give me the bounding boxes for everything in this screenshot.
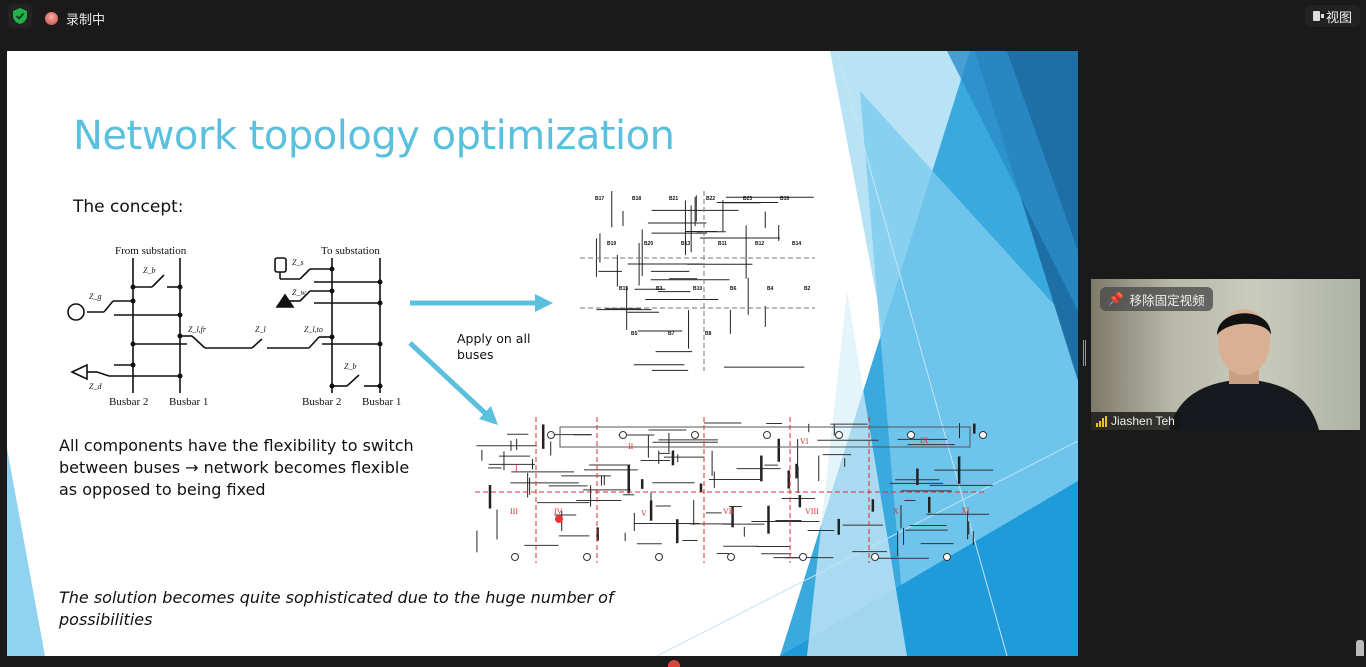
- area-label: X: [893, 507, 899, 516]
- area-label: VI: [800, 437, 809, 446]
- bus-label: B21: [669, 196, 678, 202]
- from-substation-label: From substation: [115, 245, 187, 257]
- area-label: I: [515, 464, 518, 473]
- area-label: IX: [920, 436, 929, 445]
- generator-icon: [943, 553, 951, 561]
- generator-icon: [835, 431, 843, 439]
- bus-label: B10: [693, 286, 702, 292]
- view-label: 视图: [1325, 9, 1352, 25]
- solution-text: The solution becomes quite sophisticated…: [59, 588, 614, 629]
- area-label: II: [628, 442, 634, 451]
- participant-image: [1169, 309, 1319, 430]
- view-button[interactable]: 视图: [1304, 5, 1360, 27]
- generator-icon: [799, 553, 807, 561]
- network-diagrams: From substation To substation Busbar 2 B…: [67, 190, 994, 563]
- participant-name-bar: Jiashen Teh: [1091, 412, 1180, 430]
- record-icon: [45, 12, 58, 25]
- area-label: XI: [961, 506, 970, 515]
- flexibility-text: All components have the flexibility to s…: [59, 436, 414, 499]
- generator-icon: [871, 553, 879, 561]
- zs-label: Z_s: [292, 258, 304, 267]
- arrow-right: [410, 294, 553, 312]
- slide-decoration: [7, 51, 1078, 656]
- bus-label: B7: [668, 331, 675, 337]
- recording-indicator[interactable]: 录制中: [45, 9, 105, 28]
- generator-icon: [727, 553, 735, 561]
- participant-video[interactable]: 📌 移除固定视频 Jiashen Teh: [1091, 279, 1360, 430]
- bus-label: B20: [644, 241, 653, 247]
- bus-label: B22: [706, 196, 715, 202]
- bus-label: B18: [632, 196, 641, 202]
- bus-label: B17: [595, 196, 604, 202]
- bus-label: B5: [631, 331, 638, 337]
- bus-label: B8: [705, 331, 712, 337]
- generator-icon: [979, 431, 987, 439]
- bottom-bar: [0, 656, 1366, 667]
- generator-icon: [583, 553, 591, 561]
- bus-label: B11: [718, 241, 727, 247]
- shield-check-icon[interactable]: [8, 4, 32, 28]
- view-icon: [1312, 11, 1324, 21]
- generator-icon: [619, 431, 627, 439]
- zg-label: Z_g: [89, 292, 101, 301]
- unpin-video-button[interactable]: 📌 移除固定视频: [1100, 287, 1213, 311]
- generator-icon: [547, 431, 555, 439]
- bus-label: B15: [619, 286, 628, 292]
- zb2-label: Z_b: [344, 362, 356, 371]
- bus-label: B19: [607, 241, 616, 247]
- bus-label: B14: [792, 241, 801, 247]
- bus-label: B13: [681, 241, 690, 247]
- bus-label: B23: [743, 196, 752, 202]
- bus-label: B3: [656, 286, 663, 292]
- to-substation-label: To substation: [321, 245, 380, 257]
- slide-title: Network topology optimization: [73, 113, 675, 159]
- busbar1-left-label: Busbar 1: [169, 396, 208, 408]
- shared-slide: From substation To substation Busbar 2 B…: [7, 51, 1078, 656]
- participant-name: Jiashen Teh: [1111, 414, 1175, 428]
- pointer-dot: [555, 515, 563, 523]
- apply-text: Apply on all buses: [457, 331, 531, 362]
- bus-label: B16: [780, 196, 789, 202]
- area-label: III: [510, 507, 518, 516]
- scrollbar[interactable]: [1356, 640, 1364, 667]
- area-label: VIII: [805, 507, 819, 516]
- busbar2-right-label: Busbar 2: [302, 396, 341, 408]
- area-label: VII: [723, 507, 734, 516]
- generator-icon: [907, 431, 915, 439]
- recording-label: 录制中: [66, 12, 106, 27]
- generator-icon: [691, 431, 699, 439]
- bus-label: B6: [730, 286, 737, 292]
- zl-label: Z_l: [255, 325, 266, 334]
- generator-icon: [511, 553, 519, 561]
- generator-icon: [655, 553, 663, 561]
- zd-label: Z_d: [89, 382, 102, 391]
- meeting-top-bar: 录制中 视图: [0, 0, 1366, 32]
- pin-icon: 📌: [1108, 291, 1124, 306]
- panel-resize-handle[interactable]: [1083, 340, 1086, 366]
- area-label: IV: [554, 507, 563, 516]
- busbar-concept-diagram: [67, 257, 383, 393]
- concept-heading: The concept:: [73, 197, 184, 217]
- zlto-label: Z_l,to: [304, 325, 323, 334]
- zb-label: Z_b: [143, 266, 155, 275]
- area-label: V: [641, 509, 647, 518]
- bus-label: B12: [755, 241, 764, 247]
- bus-label: B2: [804, 286, 811, 292]
- arrow-down-right: [408, 341, 498, 425]
- zlfr-label: Z_l,fr: [188, 325, 207, 334]
- zw-label: Z_w: [292, 288, 306, 297]
- generator-icon: [763, 431, 771, 439]
- unpin-label: 移除固定视频: [1129, 293, 1205, 308]
- signal-strength-icon: [1096, 415, 1107, 427]
- busbar1-right-label: Busbar 1: [362, 396, 401, 408]
- schematic-line: [559, 426, 971, 448]
- bus-label: B4: [767, 286, 774, 292]
- busbar2-left-label: Busbar 2: [109, 396, 148, 408]
